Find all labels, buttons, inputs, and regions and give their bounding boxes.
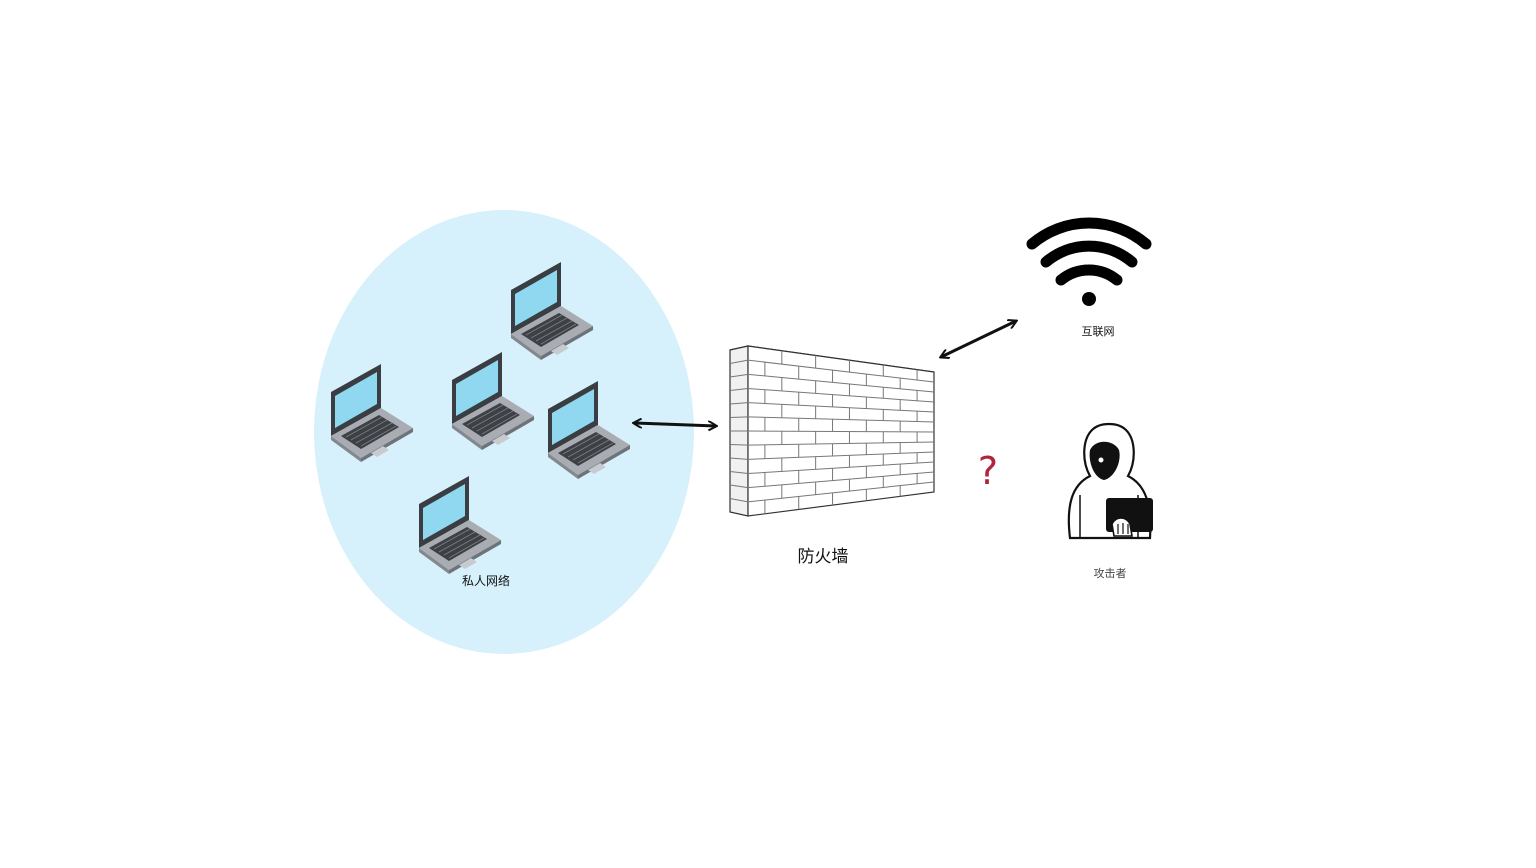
wifi-icon (1032, 223, 1146, 306)
question-mark-icon: ? (978, 452, 998, 490)
attacker-label: 攻击者 (1094, 565, 1127, 581)
internet-label: 互联网 (1082, 323, 1115, 339)
brick-side-line (730, 445, 748, 446)
hooded-hacker-icon (1069, 424, 1153, 538)
brick-wall-icon (730, 346, 934, 516)
firewall-internet-arrow (941, 321, 1016, 357)
brick-side-line (730, 417, 748, 418)
private-network-label: 私人网络 (462, 572, 510, 589)
firewall-label: 防火墙 (798, 542, 849, 567)
